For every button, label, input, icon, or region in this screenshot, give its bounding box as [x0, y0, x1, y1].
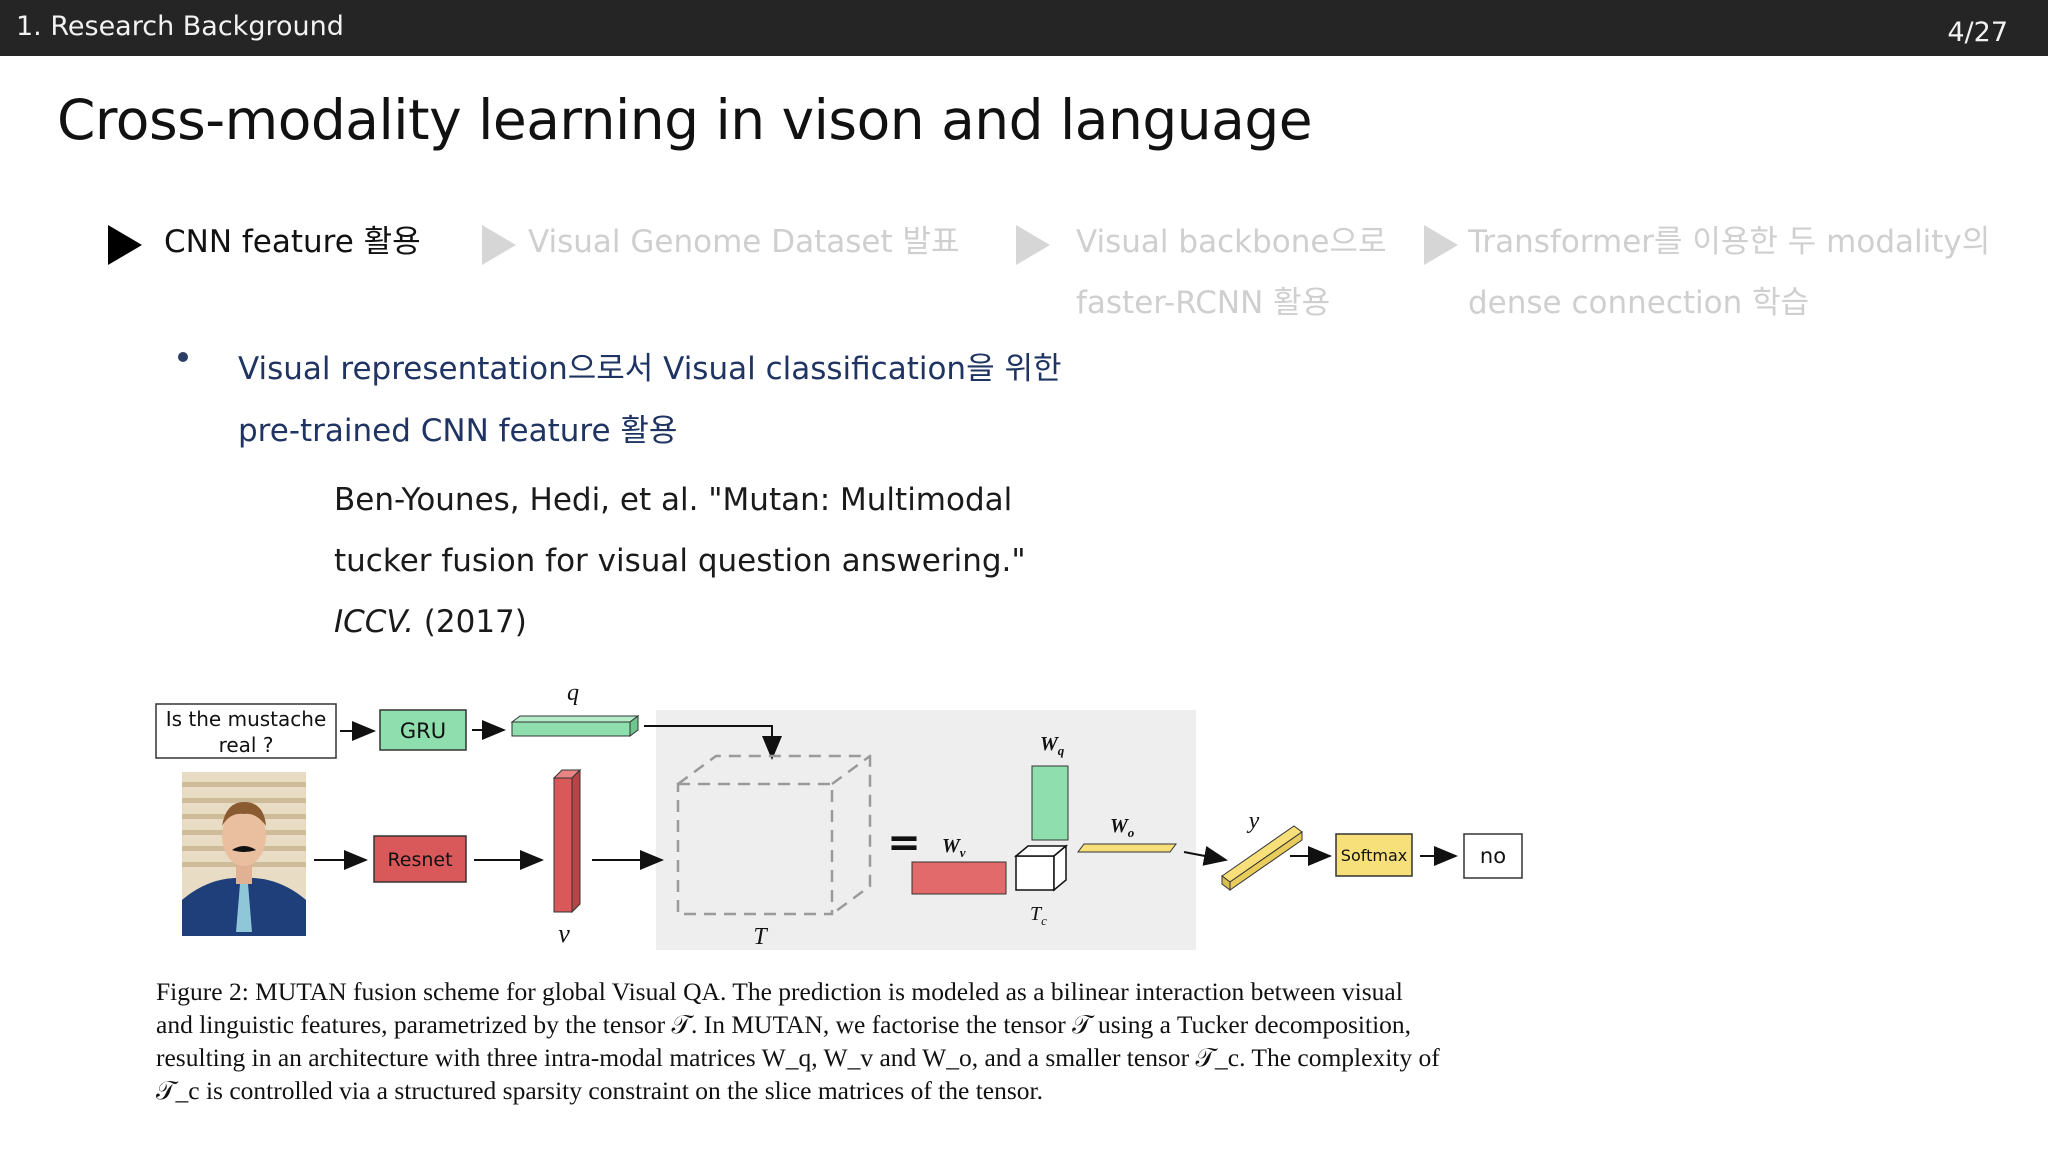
tensor-label: T: [753, 924, 768, 950]
v-label: v: [558, 919, 570, 948]
equals-sign: =: [887, 820, 921, 866]
caption-line-2: and linguistic features, parametrized by…: [156, 1010, 1412, 1039]
bullet-line-1: Visual representation으로서 Visual classifi…: [238, 351, 1062, 387]
step-4-label-line2: dense connection 학습: [1468, 285, 1810, 321]
arrow: [1183, 846, 1228, 866]
question-box: [155, 703, 337, 759]
caption-line-3: resulting in an architecture with three …: [156, 1043, 1440, 1072]
wq-matrix: [1031, 765, 1069, 841]
bullet-text: Visual representation으로서 Visual classifi…: [238, 338, 1238, 462]
arrow: [644, 725, 782, 760]
q-vector: [510, 715, 640, 723]
wo-label: Wo: [1110, 815, 1135, 840]
figure-caption: Figure 2: MUTAN fusion scheme for global…: [156, 975, 1526, 1107]
tc-cube: [1013, 844, 1069, 892]
citation-line-2: tucker fusion for visual question answer…: [334, 543, 1026, 579]
citation-line-3: ICCV. (2017): [334, 592, 1026, 653]
photo-mustache: [232, 846, 256, 852]
wv-label: Wv: [942, 835, 966, 860]
citation: Ben-Younes, Hedi, et al. "Mutan: Multimo…: [334, 470, 1026, 653]
arrow-right-icon: [108, 225, 142, 265]
slide-title: Cross-modality learning in vison and lan…: [57, 88, 1313, 152]
caption-line-4: 𝒯_c is controlled via a structured spars…: [156, 1076, 1043, 1105]
resnet-box: [373, 835, 467, 883]
y-vector: [1221, 825, 1303, 883]
answer-box: [1463, 833, 1523, 879]
arrow-right-icon: [1016, 225, 1050, 265]
tensor-cube: [676, 754, 872, 916]
photo-person-hair: [222, 802, 266, 826]
step-4-label-line1: Transformer를 이용한 두 modality의: [1468, 224, 1991, 260]
photo-person-face: [222, 806, 266, 866]
q-label: q: [567, 680, 579, 706]
y-label: y: [1247, 808, 1260, 834]
citation-line-1: Ben-Younes, Hedi, et al. "Mutan: Multimo…: [334, 482, 1013, 518]
page-number: 4/27: [1947, 17, 2008, 48]
gru-box: [379, 709, 467, 751]
wv-matrix: [911, 861, 1007, 895]
tensor-panel-bg: [656, 710, 1196, 950]
q-vector-front: [511, 721, 631, 737]
step-3-label-line1: Visual backbone으로: [1076, 224, 1387, 260]
resnet-label: Resnet: [387, 849, 452, 871]
citation-year: (2017): [413, 604, 527, 640]
photo-person-neck: [236, 864, 252, 884]
header-bar: 1. Research Background 4/27: [0, 0, 2048, 56]
tc-label: Tc: [1030, 903, 1047, 928]
caption-line-1: Figure 2: MUTAN fusion scheme for global…: [156, 977, 1403, 1006]
wq-label: Wq: [1040, 733, 1065, 758]
wo-matrix: [1077, 843, 1177, 853]
citation-venue: ICCV.: [334, 604, 414, 640]
step-2-label: Visual Genome Dataset 발표: [528, 224, 960, 260]
answer-label: no: [1480, 844, 1506, 868]
bullet-dot: [178, 352, 188, 362]
photo-tie: [236, 884, 252, 932]
arrow-right-icon: [1424, 225, 1458, 265]
arrow-right-icon: [482, 225, 516, 265]
question-text-2: real ?: [219, 733, 274, 757]
softmax-label: Softmax: [1341, 846, 1407, 865]
section-title: 1. Research Background: [16, 11, 344, 42]
bullet-line-2: pre-trained CNN feature 활용: [238, 413, 678, 449]
mutan-figure: Is the mustache real ? GRU q Resnet v T: [155, 680, 1523, 950]
step-3-label-line2: faster-RCNN 활용: [1076, 285, 1331, 321]
softmax-box: [1335, 833, 1413, 877]
gru-label: GRU: [400, 719, 446, 743]
step-1-label: CNN feature 활용: [164, 224, 421, 260]
question-text: Is the mustache: [166, 707, 327, 731]
v-vector: [553, 777, 573, 913]
